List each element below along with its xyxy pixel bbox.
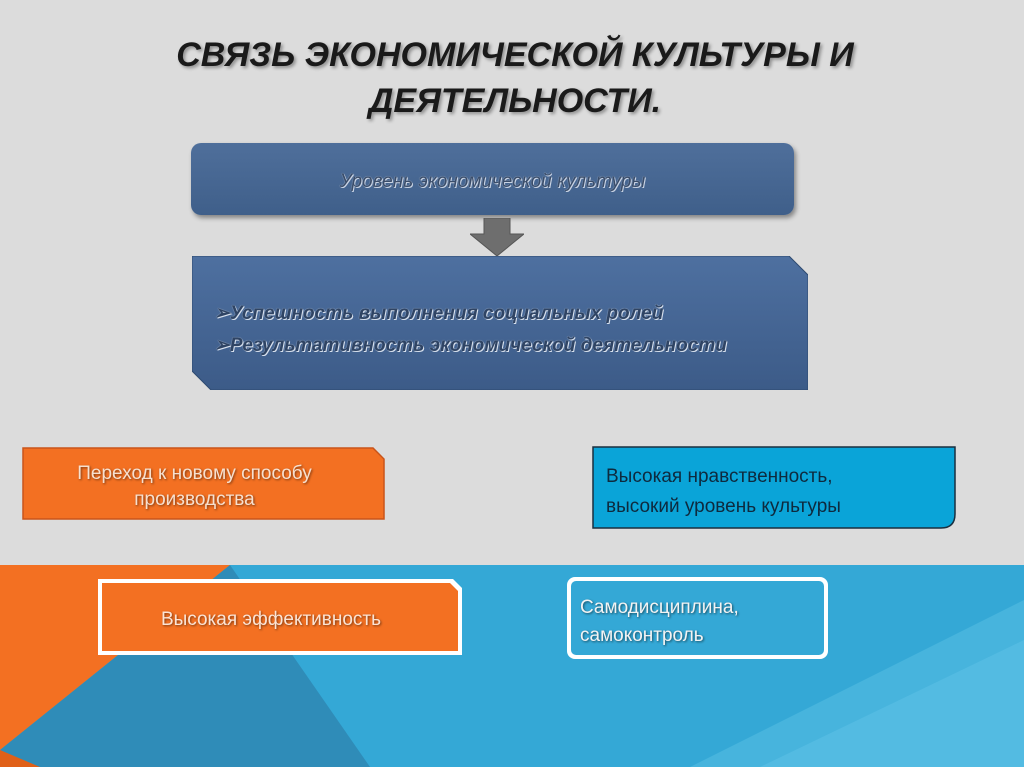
title-line-1: СВЯЗЬ ЭКОНОМИЧЕСКОЙ КУЛЬТУРЫ И	[176, 36, 854, 74]
high-morality-box: Высокая нравственность, высокий уровень …	[592, 446, 956, 529]
slide-title: СВЯЗЬ ЭКОНОМИЧЕСКОЙ КУЛЬТУРЫ И ДЕЯТЕЛЬНО…	[120, 32, 910, 124]
list-item: ➢Успешность выполнения социальных ролей	[214, 303, 664, 324]
outcomes-list: ➢Успешность выполнения социальных ролей …	[214, 298, 727, 362]
title-line-2: ДЕЯТЕЛЬНОСТИ.	[368, 82, 662, 120]
new-production-method-box: Переход к новому способу производства	[22, 447, 385, 520]
discipline-box-shape	[567, 577, 828, 659]
orange-box-label: Переход к новому способу производства	[77, 463, 312, 510]
bullet-arrow-icon: ➢	[214, 303, 230, 324]
bullet-arrow-icon: ➢	[214, 335, 230, 356]
self-discipline-box: Самодисциплина, самоконтроль	[566, 576, 829, 660]
blue-box-label: Высокая нравственность, высокий уровень …	[606, 466, 841, 517]
efficiency-box-label: Высокая эффективность	[160, 609, 382, 630]
blue-box-shape	[592, 446, 956, 529]
outcomes-box: ➢Успешность выполнения социальных ролей …	[192, 256, 808, 390]
discipline-box-label: Самодисциплина, самоконтроль	[580, 597, 739, 646]
list-item: ➢Результативность экономической деятельн…	[214, 335, 727, 356]
outcomes-box-shape	[192, 256, 808, 390]
high-efficiency-box: Высокая эффективность	[96, 577, 464, 657]
down-arrow-icon	[470, 218, 524, 257]
orange-box-shape	[22, 447, 385, 520]
efficiency-box-shape	[98, 579, 462, 655]
top-box-label: Уровень экономической культуры	[339, 171, 646, 192]
economic-culture-level-box: Уровень экономической культуры	[191, 143, 794, 215]
